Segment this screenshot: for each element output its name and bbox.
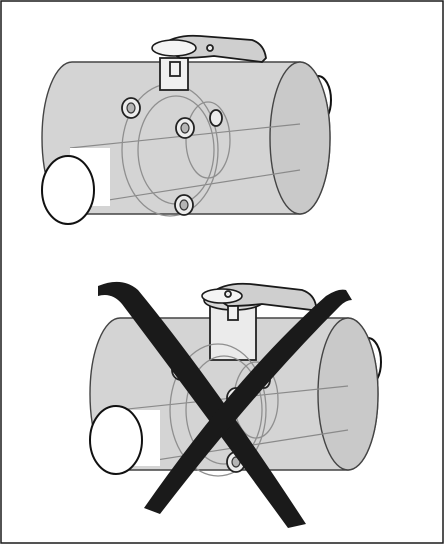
bolt-nut	[209, 109, 223, 127]
handle-screw	[206, 44, 214, 52]
valve-handle-hub	[201, 288, 243, 304]
valve-body	[185, 101, 231, 179]
valve-handle-lever	[208, 282, 317, 311]
incorrect-installation-panel	[89, 281, 382, 528]
insulation-jacket-right-end	[269, 61, 331, 215]
valve-flange-inner	[185, 355, 263, 465]
correct-installation-panel	[41, 34, 332, 225]
flange-bolts	[121, 97, 223, 216]
left-pipe-end	[41, 155, 95, 225]
valve-handle-hub	[151, 39, 197, 57]
incorrect-cross-mark	[98, 281, 352, 528]
left-pipe-end	[89, 405, 143, 475]
handle-screw	[224, 290, 232, 298]
bolt-nut-center	[179, 199, 189, 211]
valve-flange	[169, 343, 267, 477]
bolt-nut-center	[180, 122, 190, 134]
bolt-nut-center	[126, 102, 136, 114]
cross-stroke-left-to-right	[98, 281, 306, 528]
cross-stroke-right-to-left	[144, 289, 352, 514]
insulation-jacket-right-end	[317, 317, 379, 471]
valve-stem-nut	[169, 61, 181, 77]
